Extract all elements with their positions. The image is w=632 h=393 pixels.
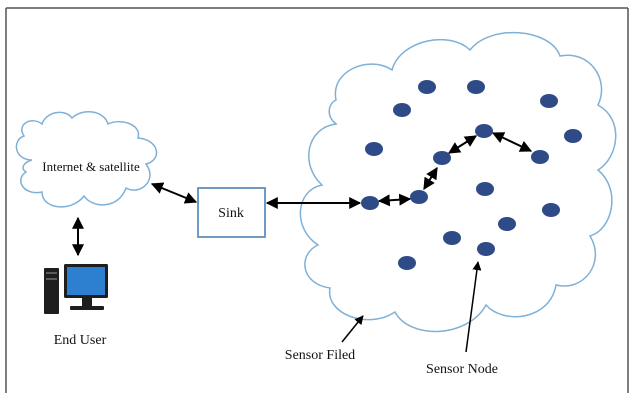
sensor-node-icon bbox=[361, 196, 379, 210]
sensor-node-icon bbox=[365, 142, 383, 156]
hop-arrow-1 bbox=[377, 193, 412, 207]
sink-box bbox=[197, 187, 266, 238]
sensor-node-icon bbox=[540, 94, 558, 108]
sensor-node-icon bbox=[443, 231, 461, 245]
sensor-node-icon bbox=[433, 151, 451, 165]
sensor-node-icon bbox=[531, 150, 549, 164]
sensor-field-cloud bbox=[299, 31, 617, 333]
hop-arrow-3 bbox=[447, 135, 478, 154]
sensor-node-icon bbox=[398, 256, 416, 270]
sensor-field-label: Sensor Filed bbox=[285, 348, 355, 363]
sensor-node-icon bbox=[498, 217, 516, 231]
desktop-computer-icon bbox=[44, 264, 108, 314]
sensor-node-pointer bbox=[465, 261, 482, 353]
sensor-field-pointer bbox=[341, 315, 364, 343]
sensor-nodes bbox=[361, 80, 582, 270]
internet-label: Internet & satellite bbox=[42, 159, 140, 174]
sensor-node-icon bbox=[393, 103, 411, 117]
sensor-node-icon bbox=[564, 129, 582, 143]
hop-arrow-4 bbox=[491, 132, 533, 152]
sensor-node-label: Sensor Node bbox=[426, 362, 498, 377]
internet-cloud bbox=[15, 111, 158, 208]
sensor-node-icon bbox=[410, 190, 428, 204]
sensor-node-icon bbox=[418, 80, 436, 94]
end-user-label: End User bbox=[54, 333, 107, 348]
internet-sink-arrow bbox=[150, 182, 198, 204]
hop-arrow-2 bbox=[423, 166, 438, 191]
sensor-node-icon bbox=[542, 203, 560, 217]
sensor-node-icon bbox=[477, 242, 495, 256]
sensor-node-icon bbox=[476, 182, 494, 196]
sink-label: Sink bbox=[218, 206, 244, 221]
sensor-node-icon bbox=[475, 124, 493, 138]
sensor-node-icon bbox=[467, 80, 485, 94]
